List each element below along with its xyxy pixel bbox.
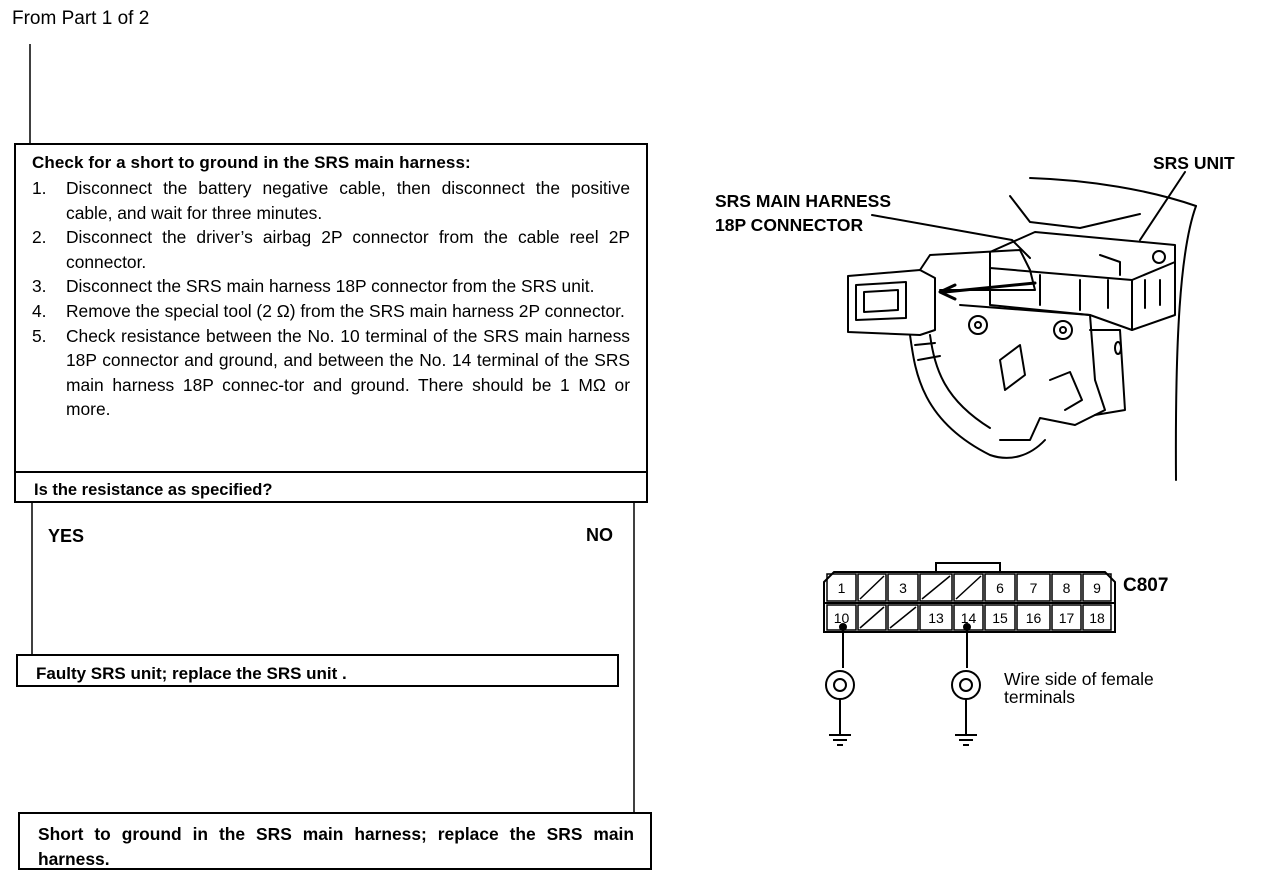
harness-connector-label: SRS MAIN HARNESS 18P CONNECTOR bbox=[715, 191, 891, 235]
blank-cavity-mark bbox=[859, 575, 885, 600]
connector-cavity bbox=[984, 604, 1016, 631]
check-procedure-box: Check for a short to ground in the SRS m… bbox=[14, 143, 648, 473]
question-box: Is the resistance as specified? bbox=[14, 471, 648, 503]
terminal-number: 18 bbox=[1089, 610, 1105, 626]
yes-branch-label: YES bbox=[48, 526, 85, 546]
step-item: 1.Disconnect the battery negative cable,… bbox=[32, 178, 630, 223]
procedure-steps: 1.Disconnect the battery negative cable,… bbox=[32, 176, 630, 422]
check-title: Check for a short to ground in the SRS m… bbox=[32, 153, 471, 172]
connector-cavity bbox=[919, 604, 953, 631]
terminal-number: 16 bbox=[1026, 610, 1042, 626]
blank-cavity-mark bbox=[889, 606, 917, 629]
connector-cavity bbox=[1016, 604, 1051, 631]
faulty-unit-result: Faulty SRS unit; replace the SRS unit . bbox=[16, 654, 619, 687]
connector-cavity bbox=[857, 604, 887, 631]
terminal-number: 7 bbox=[1030, 580, 1038, 596]
connector-cavity bbox=[984, 573, 1016, 602]
terminal-number: 13 bbox=[928, 610, 944, 626]
connector-cavity bbox=[1016, 573, 1051, 602]
blank-cavity-mark bbox=[955, 575, 982, 600]
step-item: 3.Disconnect the SRS main harness 18P co… bbox=[32, 276, 595, 297]
connector-cavity bbox=[887, 604, 919, 631]
no-branch-label: NO bbox=[586, 525, 613, 545]
step-item: 4.Remove the special tool (2 Ω) from the… bbox=[32, 300, 625, 321]
wire-side-label: Wire side of female terminals bbox=[1004, 669, 1154, 707]
connector-cavity bbox=[826, 573, 857, 602]
terminal-number: 10 bbox=[834, 610, 850, 626]
terminal-number: 1 bbox=[838, 580, 846, 596]
connector-cavity bbox=[1082, 573, 1112, 602]
terminal-number: 9 bbox=[1093, 580, 1101, 596]
connector-cavity bbox=[1082, 604, 1112, 631]
step-item: 2.Disconnect the driver’s airbag 2P conn… bbox=[32, 227, 630, 272]
terminal-number: 6 bbox=[996, 580, 1004, 596]
from-part-label: From Part 1 of 2 bbox=[12, 8, 150, 29]
short-harness-result: Short to ground in the SRS main harness;… bbox=[18, 812, 652, 870]
terminal-number: 8 bbox=[1063, 580, 1071, 596]
connector-cavity bbox=[1051, 604, 1082, 631]
blank-cavity-mark bbox=[921, 575, 951, 600]
connector-cavity bbox=[887, 573, 919, 602]
srs-unit-label: SRS UNIT bbox=[1153, 153, 1235, 173]
connector-cavity bbox=[857, 573, 887, 602]
terminal-number: 17 bbox=[1059, 610, 1075, 626]
terminal-number: 3 bbox=[899, 580, 907, 596]
connector-id-label: C807 bbox=[1123, 575, 1169, 596]
connector-cavity bbox=[953, 573, 984, 602]
step-item: 5.Check resistance between the No. 10 te… bbox=[32, 325, 630, 420]
terminal-number: 14 bbox=[961, 610, 977, 626]
connector-cavity bbox=[919, 573, 953, 602]
terminal-number: 15 bbox=[992, 610, 1008, 626]
blank-cavity-mark bbox=[859, 606, 885, 629]
connector-cavity bbox=[1051, 573, 1082, 602]
